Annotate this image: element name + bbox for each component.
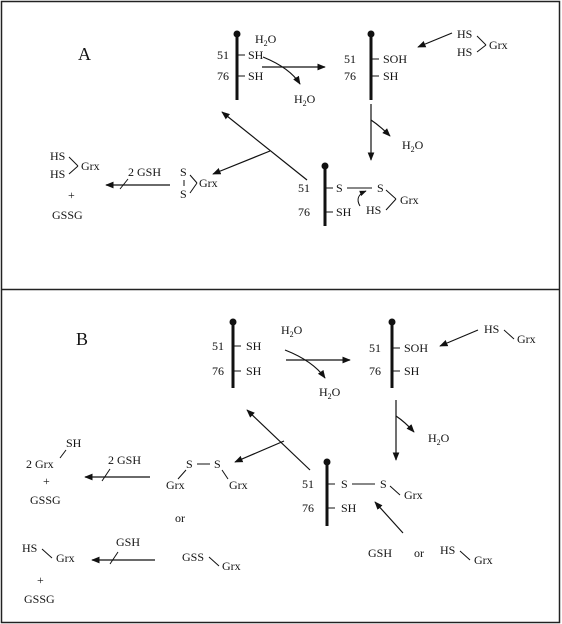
svg-text:51: 51 xyxy=(217,48,229,62)
h2o-label-a1: H2O xyxy=(294,92,316,108)
grx-dimer-disulfide-b: S S Grx Grx xyxy=(166,457,248,492)
svg-text:or: or xyxy=(414,546,424,560)
svg-text:HS: HS xyxy=(457,45,472,59)
protein-mixed-disulfide-a: 51 S S 76 SH HS Grx xyxy=(298,162,419,226)
svg-text:51: 51 xyxy=(298,181,310,195)
protein-mixed-disulfide-b: 51 S S Grx 76 SH xyxy=(302,458,423,526)
svg-text:S: S xyxy=(377,181,384,195)
svg-text:SH: SH xyxy=(66,436,82,450)
panel-a: A 51 SH 76 SH H2O H2O 51 SOH 76 SH xyxy=(50,27,508,226)
panel-a-label: A xyxy=(78,44,91,64)
arrow-release-b xyxy=(246,409,311,471)
panel-b-label: B xyxy=(76,329,88,349)
svg-text:76: 76 xyxy=(212,364,224,378)
svg-text:76: 76 xyxy=(298,205,310,219)
svg-text:SH: SH xyxy=(248,48,264,62)
svg-text:SH: SH xyxy=(341,501,357,515)
products-a: HS HS Grx + GSSG xyxy=(50,149,100,222)
svg-text:GSSG: GSSG xyxy=(30,493,61,507)
svg-text:Grx: Grx xyxy=(400,193,419,207)
svg-text:SOH: SOH xyxy=(383,52,407,66)
svg-text:S: S xyxy=(336,181,343,195)
svg-text:76: 76 xyxy=(369,364,381,378)
svg-text:51: 51 xyxy=(302,477,314,491)
h2o-label-b2: H2O xyxy=(428,431,450,447)
svg-text:+: + xyxy=(43,474,50,488)
svg-text:S: S xyxy=(214,457,221,471)
svg-text:HS: HS xyxy=(366,203,381,217)
svg-text:+: + xyxy=(37,573,44,587)
arrow-grx-disulfide-a xyxy=(212,150,271,175)
svg-text:HS: HS xyxy=(484,322,499,336)
arrow-grx-disulfide-b xyxy=(234,440,285,463)
svg-text:Grx: Grx xyxy=(489,38,508,52)
svg-text:Grx: Grx xyxy=(81,159,100,173)
protein-reduced-b: 51 SH 76 SH xyxy=(212,318,262,388)
h2o2-label-b: H2O xyxy=(281,323,303,339)
svg-text:S: S xyxy=(180,187,187,201)
arrow-thiol-attack-b xyxy=(374,501,404,534)
protein-sulfenic-b: 51 SOH 76 SH xyxy=(369,318,428,388)
h2o-label-b1: H2O xyxy=(319,385,341,401)
svg-text:HS: HS xyxy=(22,541,37,555)
svg-text:GSH: GSH xyxy=(368,546,392,560)
svg-text:HS: HS xyxy=(50,167,65,181)
attacking-thiols-b: GSH or HS Grx xyxy=(368,543,493,567)
protein-sulfenic-a: 51 SOH 76 SH xyxy=(344,30,407,100)
svg-text:GSS: GSS xyxy=(182,550,204,564)
protein-reduced-a: 51 SH 76 SH xyxy=(217,30,264,100)
grx-monothiol-b: HS Grx xyxy=(484,322,536,346)
gsh2-label-b: 2 GSH xyxy=(108,453,141,467)
svg-text:51: 51 xyxy=(344,52,356,66)
svg-text:Grx: Grx xyxy=(517,332,536,346)
svg-text:HS: HS xyxy=(50,149,65,163)
svg-text:GSSG: GSSG xyxy=(24,592,55,606)
svg-text:2 Grx: 2 Grx xyxy=(26,457,54,471)
svg-text:S: S xyxy=(186,457,193,471)
svg-text:SH: SH xyxy=(248,69,264,83)
svg-text:S: S xyxy=(380,477,387,491)
glutathionylated-grx-b: GSS Grx xyxy=(182,550,241,573)
svg-text:SOH: SOH xyxy=(404,341,428,355)
svg-text:Grx: Grx xyxy=(474,553,493,567)
svg-text:S: S xyxy=(341,477,348,491)
panel-b: B 51 SH 76 SH H2O H2O 51 SOH 76 SH xyxy=(22,318,536,606)
h2o2-label-a: H2O xyxy=(255,32,277,48)
products-b2: HS Grx + GSSG xyxy=(22,541,75,606)
gsh2-label-a: 2 GSH xyxy=(128,165,161,179)
svg-text:SH: SH xyxy=(404,364,420,378)
svg-text:SH: SH xyxy=(336,205,352,219)
arrow-release-a xyxy=(221,111,308,181)
svg-text:Grx: Grx xyxy=(166,478,185,492)
svg-text:Grx: Grx xyxy=(404,488,423,502)
svg-text:51: 51 xyxy=(212,339,224,353)
svg-text:S: S xyxy=(180,165,187,179)
svg-text:Grx: Grx xyxy=(229,478,248,492)
svg-text:SH: SH xyxy=(246,339,262,353)
svg-text:76: 76 xyxy=(302,501,314,515)
svg-text:76: 76 xyxy=(217,69,229,83)
arrow-grx-attack-b xyxy=(439,329,479,347)
arrow-grx-attack-a xyxy=(417,32,453,48)
svg-text:HS: HS xyxy=(440,543,455,557)
grx-disulfide-a: S S Grx xyxy=(180,165,218,201)
svg-text:Grx: Grx xyxy=(56,551,75,565)
h2o-label-a2: H2O xyxy=(402,138,424,154)
svg-text:SH: SH xyxy=(246,364,262,378)
svg-text:51: 51 xyxy=(369,341,381,355)
svg-text:+: + xyxy=(68,188,75,202)
svg-text:76: 76 xyxy=(344,69,356,83)
svg-text:SH: SH xyxy=(383,69,399,83)
svg-text:Grx: Grx xyxy=(222,559,241,573)
svg-text:Grx: Grx xyxy=(199,176,218,190)
grx-dithiol-a: HS HS Grx xyxy=(457,27,508,59)
svg-text:HS: HS xyxy=(457,27,472,41)
products-b1: SH 2 Grx + GSSG xyxy=(26,436,82,507)
gsh-label-b: GSH xyxy=(116,535,140,549)
svg-text:GSSG: GSSG xyxy=(52,208,83,222)
or-label-b: or xyxy=(175,511,185,525)
